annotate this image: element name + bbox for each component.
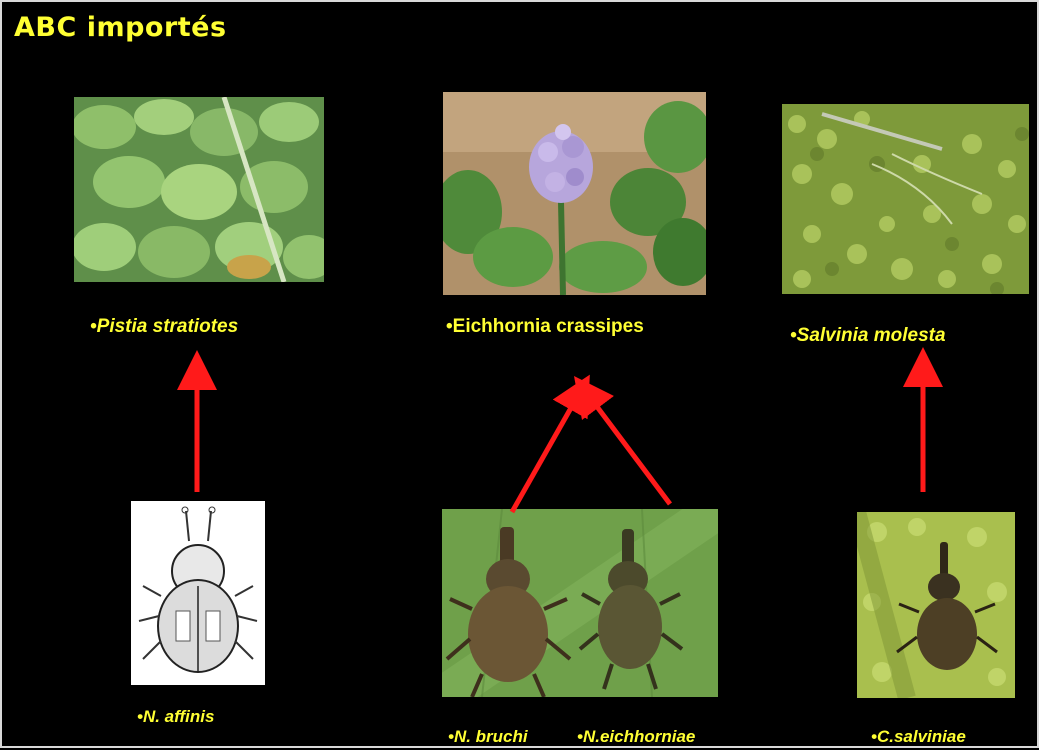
bullet-marker: • <box>790 325 797 346</box>
n-affinis-drawing <box>131 501 265 685</box>
eichhornia-photo <box>443 92 706 295</box>
caption-c-salviniae: •C.salviniae <box>871 727 966 747</box>
neochetina-photo <box>442 509 718 697</box>
caption-eichhornia: •Eichhornia crassipes <box>446 316 644 338</box>
insect-name: C.salviniae <box>877 727 966 746</box>
bullet-marker: • <box>90 316 97 337</box>
bullet-marker: • <box>446 316 453 337</box>
arrow-n-bruchi-to-eichhornia <box>512 392 580 512</box>
plant-name: Salvinia molesta <box>797 325 946 346</box>
arrow-n-eichhorniae-to-eichhornia <box>586 392 670 504</box>
slide-title: ABC importés <box>14 12 227 43</box>
plant-name: Pistia stratiotes <box>97 316 239 337</box>
insect-name: N.eichhorniae <box>583 727 695 746</box>
plant-name: Eichhornia crassipes <box>453 316 644 337</box>
caption-n-bruchi: •N. bruchi <box>448 727 528 747</box>
salvinia-photo <box>782 104 1029 294</box>
caption-n-eichhorniae: •N.eichhorniae <box>577 727 695 747</box>
c-salviniae-photo <box>857 512 1015 698</box>
caption-salvinia: •Salvinia molesta <box>790 325 946 347</box>
caption-pistia: •Pistia stratiotes <box>90 316 238 338</box>
insect-name: N. bruchi <box>454 727 528 746</box>
insect-name: N. affinis <box>143 707 214 726</box>
caption-n-affinis: •N. affinis <box>137 707 214 727</box>
pistia-photo <box>74 97 324 282</box>
